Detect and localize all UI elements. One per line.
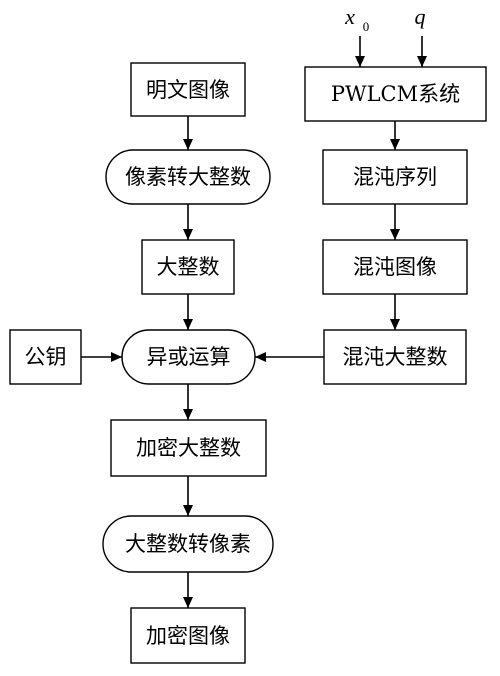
node-public-key-label: 公钥 <box>25 345 67 369</box>
input-x0-symbol: x <box>344 4 355 29</box>
input-x0: x 0 <box>344 4 369 34</box>
node-chaos-image-label: 混沌图像 <box>353 255 437 279</box>
node-encrypted-bigint-label: 加密大整数 <box>136 436 241 460</box>
node-xor-operation-label: 异或运算 <box>147 345 231 369</box>
node-pixel-to-bigint-label: 像素转大整数 <box>125 165 251 189</box>
node-encrypted-bigint: 加密大整数 <box>110 419 267 477</box>
node-chaos-image: 混沌图像 <box>322 239 468 295</box>
node-pixel-to-bigint: 像素转大整数 <box>105 149 271 205</box>
node-chaos-sequence: 混沌序列 <box>322 149 468 205</box>
node-xor-operation: 异或运算 <box>121 329 256 385</box>
input-q-symbol: q <box>415 4 426 29</box>
node-pwlcm-system: PWLCM系统 <box>304 66 487 122</box>
node-chaos-bigint: 混沌大整数 <box>323 329 467 385</box>
node-big-integer: 大整数 <box>141 239 235 295</box>
node-bigint-to-pixel: 大整数转像素 <box>102 515 274 573</box>
node-plain-image-label: 明文图像 <box>146 78 230 102</box>
input-x0-subscript: 0 <box>363 19 370 34</box>
node-public-key: 公钥 <box>9 329 82 385</box>
node-chaos-sequence-label: 混沌序列 <box>353 165 437 189</box>
node-big-integer-label: 大整数 <box>157 255 220 279</box>
edges <box>81 36 427 608</box>
node-bigint-to-pixel-label: 大整数转像素 <box>125 532 251 556</box>
node-plain-image: 明文图像 <box>130 62 246 117</box>
node-encrypted-image-label: 加密图像 <box>146 624 230 648</box>
node-chaos-bigint-label: 混沌大整数 <box>343 345 448 369</box>
node-encrypted-image: 加密图像 <box>130 607 246 664</box>
node-pwlcm-system-label: PWLCM系统 <box>331 82 460 106</box>
